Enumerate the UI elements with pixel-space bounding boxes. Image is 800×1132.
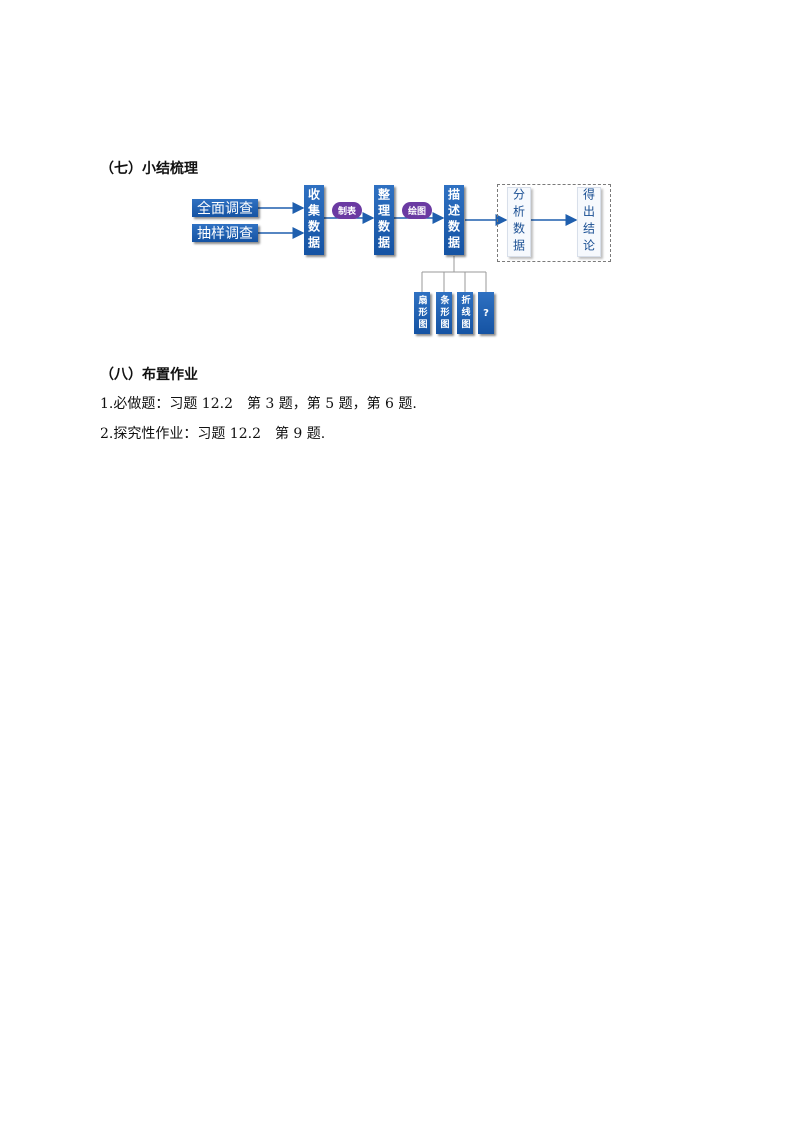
analysis-group-frame (497, 184, 611, 262)
diagram-connectors (258, 202, 578, 292)
homework-item-1: 1.必做题：习题 12.2 第 3 题，第 5 题，第 6 题. (100, 396, 417, 412)
line-chart-box: 折线图 (457, 292, 473, 334)
section-8-title: （八）布置作业 (100, 367, 198, 383)
homework-item-2: 2.探究性作业：习题 12.2 第 9 题. (100, 426, 326, 442)
organize-data-box: 整理数据 (374, 185, 394, 255)
draw-conclusion-box: 得出结论 (577, 187, 601, 257)
describe-data-box: 描述数据 (444, 185, 464, 255)
section-7-title: （七）小结梳理 (100, 161, 198, 177)
draw-label: 绘图 (402, 202, 432, 219)
pie-chart-box: 扇形图 (414, 292, 430, 334)
other-chart-box: ? (478, 292, 494, 334)
sample-survey-box: 抽样调查 (192, 224, 258, 242)
bar-chart-box: 条形图 (436, 292, 452, 334)
collect-data-box: 收集数据 (304, 185, 324, 255)
tabulate-label: 制表 (332, 202, 362, 219)
analyze-data-box: 分析数据 (507, 187, 531, 257)
full-survey-box: 全面调查 (192, 199, 258, 217)
